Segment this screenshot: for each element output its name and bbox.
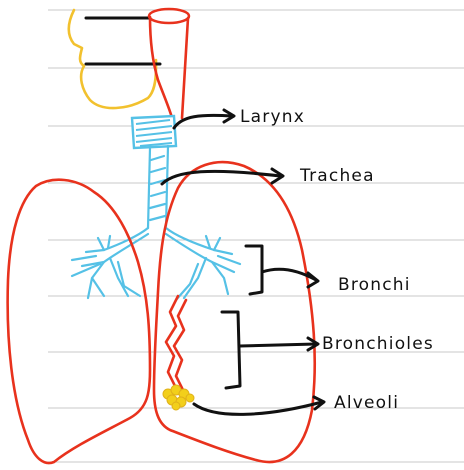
trachea-shape bbox=[148, 146, 168, 228]
alveoli-arrow bbox=[194, 397, 324, 414]
trachea-arrow bbox=[162, 169, 283, 184]
label-larynx: Larynx bbox=[240, 107, 305, 127]
bronchi-arrow bbox=[262, 269, 318, 287]
larynx-shape bbox=[132, 116, 176, 148]
head-outline bbox=[69, 10, 156, 108]
label-trachea: Trachea bbox=[299, 166, 375, 186]
left-lung-outline bbox=[8, 180, 150, 463]
bronchi-bracket bbox=[246, 246, 262, 294]
label-alveoli: Alveoli bbox=[334, 393, 399, 413]
label-bronchioles: Bronchioles bbox=[322, 334, 434, 354]
pharynx-tube bbox=[149, 9, 189, 118]
bronchioles-arrow bbox=[240, 338, 318, 350]
bronchi-tree bbox=[72, 228, 240, 300]
bronchiole-zigzag bbox=[166, 296, 186, 392]
alveoli-cluster bbox=[163, 385, 194, 410]
bronchioles-bracket bbox=[222, 312, 240, 388]
label-bronchi: Bronchi bbox=[338, 275, 411, 295]
